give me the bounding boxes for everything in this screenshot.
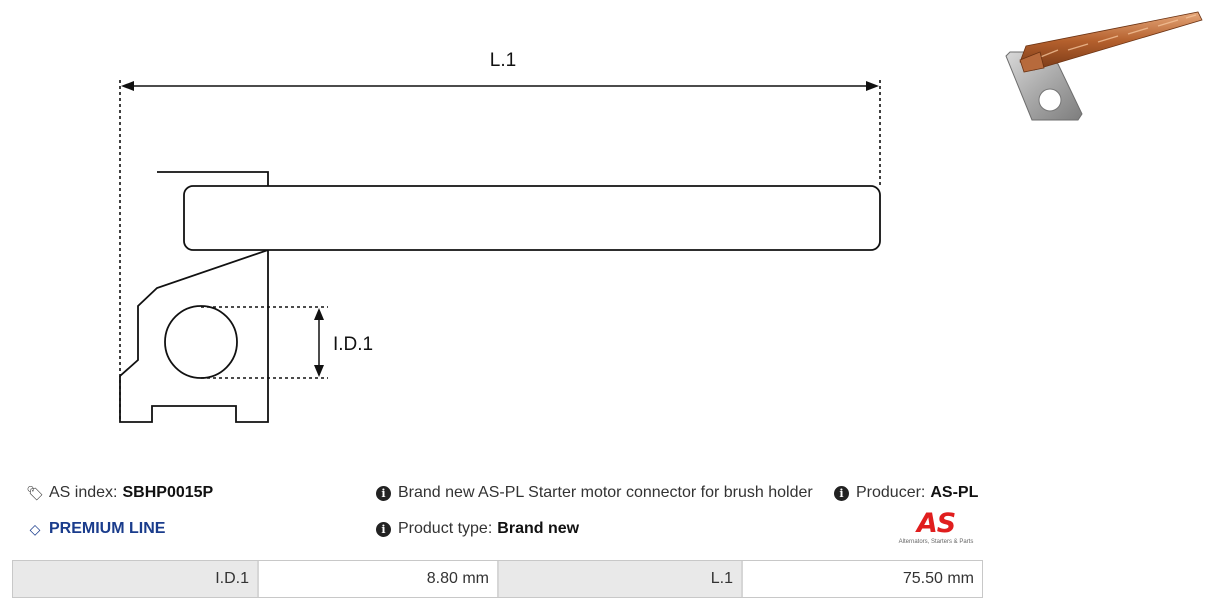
info-icon: i [834,485,849,501]
description-row: i Brand new AS-PL Starter motor connecto… [376,484,830,502]
as-pl-logo: AS Alternators, Starters & Parts [888,510,984,550]
l1-arrow-right [866,81,879,91]
technical-drawing: L.1 I.D.1 [119,50,881,423]
producer-label: Producer: [856,484,926,501]
product-type-value: Brand new [497,520,580,537]
l1-label: L.1 [490,50,516,71]
as-index-label: AS index: [49,484,118,501]
spec-label-l1: L.1 [499,561,743,597]
producer-value: AS-PL [930,484,979,501]
spec-value-l1: 75.50 mm [743,561,982,597]
spec-label-id1: I.D.1 [13,561,259,597]
tags-icon: 🏷︎ [26,484,44,501]
specifications-table: I.D.1 8.80 mm L.1 75.50 mm [12,560,983,598]
as-index-row: 🏷︎ AS index: SBHP0015P [26,484,213,502]
logo-tagline: Alternators, Starters & Parts [898,539,974,545]
product-type-label: Product type: [398,520,493,537]
braided-wire-outline [183,185,881,251]
logo-mark: AS [916,508,956,539]
producer-row: i Producer: AS-PL [834,484,978,502]
as-index-value: SBHP0015P [122,484,214,501]
info-icon: i [376,485,391,501]
id1-arrow-top [314,308,324,320]
premium-line-badge[interactable]: ◇ PREMIUM LINE [26,520,166,538]
mounting-hole [164,305,238,379]
spec-value-id1: 8.80 mm [259,561,499,597]
info-icon: i [376,521,391,537]
description-text: Brand new AS-PL Starter motor connector … [398,484,813,501]
l1-arrow-left [121,81,134,91]
id1-label: I.D.1 [333,334,373,355]
product-type-row: i Product type: Brand new [376,520,579,538]
premium-line-label: PREMIUM LINE [49,520,166,537]
id1-arrow-bottom [314,365,324,377]
diamond-icon: ◇ [29,520,41,537]
terminal-plate-outline [119,171,269,423]
brush-connector-photo [1005,11,1203,121]
